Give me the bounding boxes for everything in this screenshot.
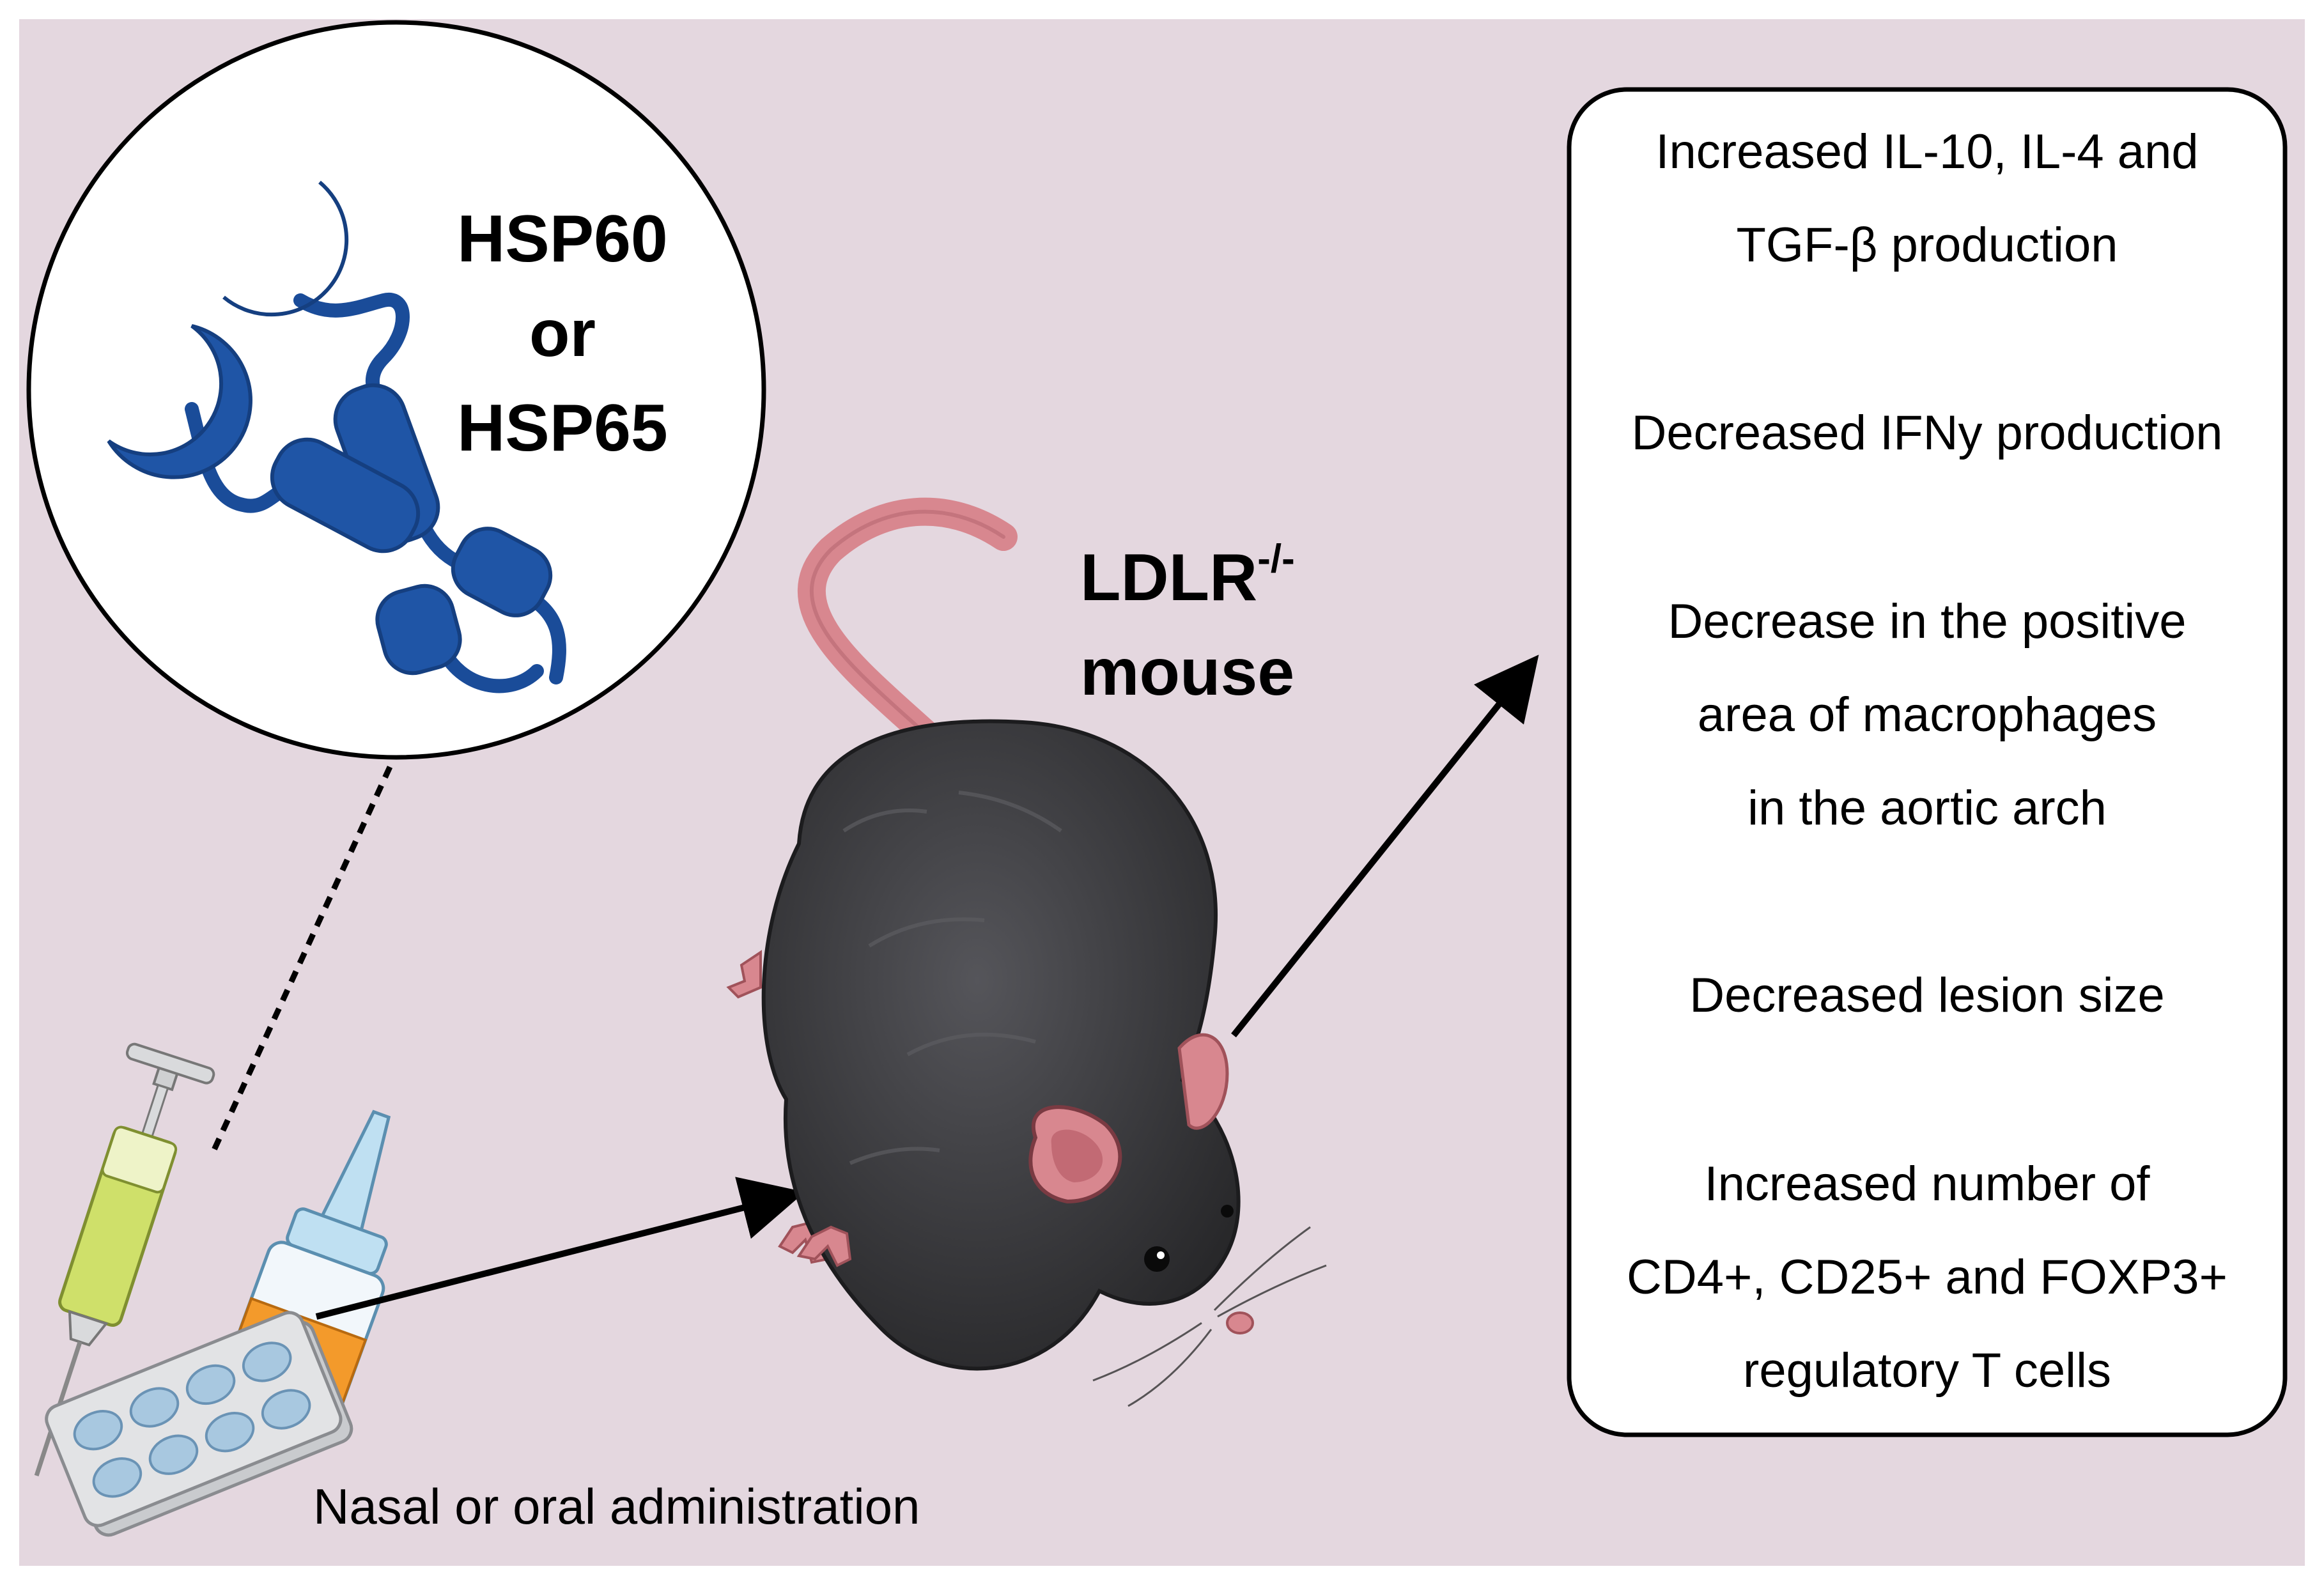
outcome-4: Decreased lesion size xyxy=(1569,949,2285,1042)
syringe-icon xyxy=(34,1042,215,1477)
mouse-illustration xyxy=(726,497,1327,1407)
mouse-label-line-2: mouse xyxy=(1080,635,1295,709)
mouse-label-superscript: -/- xyxy=(1257,537,1295,581)
antigen-label: HSP60 or HSP65 xyxy=(422,192,703,476)
antigen-label-line-1: HSP60 xyxy=(457,202,668,276)
mouse-label: LDLR-/- mouse xyxy=(1080,530,1374,720)
outcome-5-line-1: Increased number of xyxy=(1704,1157,2150,1211)
outcome-2-line-1: Decreased IFNy production xyxy=(1631,406,2223,460)
outcome-1-line-1: Increased IL-10, IL-4 and xyxy=(1655,125,2199,179)
outcome-4-line-1: Decreased lesion size xyxy=(1689,968,2165,1023)
outcome-arrow xyxy=(1231,654,1539,1038)
outcome-5-line-2: CD4+, CD25+ and FOXP3+ xyxy=(1627,1250,2227,1304)
administration-label: Nasal or oral administration xyxy=(313,1478,920,1535)
administration-arrow xyxy=(315,1177,805,1320)
outcome-1: Increased IL-10, IL-4 and TGF-β producti… xyxy=(1569,105,2285,292)
outcome-3: Decrease in the positive area of macroph… xyxy=(1569,575,2285,855)
outcomes-box xyxy=(1567,87,2288,1437)
outcome-5: Increased number of CD4+, CD25+ and FOXP… xyxy=(1569,1138,2285,1418)
antigen-label-line-3: HSP65 xyxy=(457,391,668,465)
protein-icon xyxy=(107,180,566,693)
pill-pack-icon xyxy=(45,1311,353,1537)
outcome-5-line-3: regulatory T cells xyxy=(1743,1343,2111,1398)
outcome-1-line-2: TGF-β production xyxy=(1736,218,2118,272)
zoom-connector-line xyxy=(208,766,393,1158)
mouse-label-name: LDLR xyxy=(1080,541,1258,615)
zoom-circle xyxy=(26,20,766,760)
outcome-3-line-3: in the aortic arch xyxy=(1747,781,2107,835)
outcome-3-line-2: area of macrophages xyxy=(1697,688,2157,742)
outcome-3-line-1: Decrease in the positive xyxy=(1668,594,2187,649)
outcome-2: Decreased IFNy production xyxy=(1569,387,2285,480)
antigen-label-line-2: or xyxy=(529,297,596,371)
